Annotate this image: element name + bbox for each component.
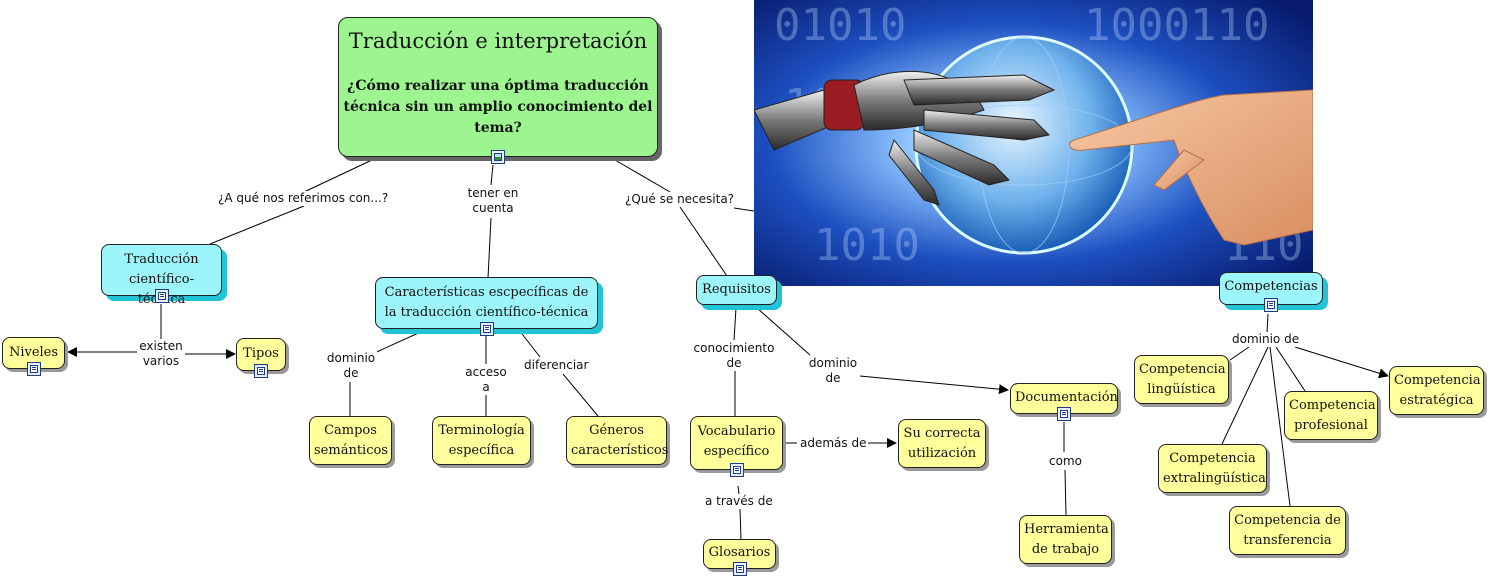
document-icon[interactable]	[732, 562, 747, 576]
node-utilizacion-label: Su correcta utilización	[903, 426, 981, 461]
link-label-existen-varios: existen varios	[137, 339, 185, 369]
link-label-a-traves-de: a través de	[704, 494, 774, 509]
node-comp-extra[interactable]: Competencia extralingüística	[1158, 444, 1267, 493]
main-title: Traducción e interpretación	[348, 29, 648, 53]
node-tipos-label: Tipos	[243, 346, 279, 361]
svg-text:1010: 1010	[814, 220, 920, 271]
node-comp-estrategica-label: Competencia estratégica	[1394, 373, 1481, 408]
node-comp-estrategica[interactable]: Competencia estratégica	[1389, 366, 1484, 415]
node-vocabulario-label: Vocabulario específico	[697, 424, 776, 459]
node-comp-transferencia-label: Competencia de transferencia	[1234, 513, 1341, 548]
node-generos[interactable]: Géneros característicos	[566, 416, 669, 465]
node-niveles[interactable]: Niveles	[2, 337, 65, 376]
link-label-conocimiento-de: conocimiento de	[690, 341, 778, 371]
node-comp-linguistica-label: Competencia lingüística	[1139, 362, 1226, 397]
node-glosarios[interactable]: Glosarios	[703, 539, 776, 576]
link-label-acceso-a: acceso a	[460, 365, 512, 395]
main-question: ¿Cómo realizar una óptima traducción téc…	[343, 78, 653, 136]
node-traduccion[interactable]: Traducción científico- técnica	[101, 244, 222, 307]
document-icon[interactable]	[1264, 298, 1278, 312]
node-niveles-label: Niveles	[8, 345, 59, 360]
node-caracteristicas[interactable]: Características escpecíficas de la tradu…	[375, 277, 598, 336]
link-label-referimos: ¿A qué nos referimos con...?	[217, 191, 390, 206]
link-label-tener-cuenta: tener en cuenta	[464, 186, 522, 216]
node-utilizacion[interactable]: Su correcta utilización	[898, 419, 986, 468]
node-comp-extra-label: Competencia extralingüística	[1163, 451, 1266, 486]
document-icon[interactable]	[254, 364, 268, 378]
node-glosarios-label: Glosarios	[708, 545, 771, 560]
document-icon[interactable]	[729, 463, 744, 477]
node-terminologia[interactable]: Terminología específica	[432, 416, 531, 465]
main-node[interactable]: Traducción e interpretación ¿Cómo realiz…	[338, 17, 658, 164]
node-campos[interactable]: Campos semánticos	[309, 416, 392, 465]
link-label-como: como	[1048, 454, 1083, 469]
image-resource-icon[interactable]	[491, 150, 505, 164]
node-comp-transferencia[interactable]: Competencia de transferencia	[1229, 506, 1346, 555]
node-documentacion-label: Documentación	[1015, 390, 1118, 405]
node-terminologia-label: Terminología específica	[438, 423, 525, 458]
node-caracteristicas-label: Características escpecíficas de la tradu…	[384, 285, 589, 320]
node-herramienta-label: Herramienta de trabajo	[1024, 522, 1109, 557]
link-label-dominio-de-3: dominio de	[1231, 332, 1301, 347]
node-competencias-label: Competencias	[1224, 279, 1318, 294]
node-comp-linguistica[interactable]: Competencia lingüística	[1134, 355, 1229, 404]
node-generos-label: Géneros característicos	[571, 423, 669, 458]
document-icon[interactable]	[479, 322, 494, 336]
svg-text:01010: 01010	[774, 0, 906, 51]
link-label-que-necesita: ¿Qué se necesita?	[624, 192, 736, 207]
node-comp-profesional-label: Competencia profesional	[1289, 398, 1376, 433]
node-vocabulario[interactable]: Vocabulario específico	[690, 416, 783, 477]
svg-text:1000110: 1000110	[1084, 0, 1269, 51]
document-icon[interactable]	[154, 289, 169, 303]
node-competencias[interactable]: Competencias	[1219, 272, 1323, 312]
node-campos-label: Campos semánticos	[314, 423, 388, 458]
document-icon[interactable]	[1057, 407, 1071, 421]
link-label-diferenciar: diferenciar	[523, 358, 590, 373]
link-label-ademas-de: además de	[799, 436, 868, 451]
node-documentacion[interactable]: Documentación	[1010, 383, 1118, 421]
node-requisitos[interactable]: Requisitos	[696, 275, 777, 305]
node-comp-profesional[interactable]: Competencia profesional	[1284, 391, 1378, 440]
node-herramienta[interactable]: Herramienta de trabajo	[1019, 515, 1112, 564]
document-icon[interactable]	[26, 362, 41, 376]
node-requisitos-label: Requisitos	[702, 282, 771, 297]
link-label-dominio-de-1: dominio de	[325, 351, 377, 381]
node-tipos[interactable]: Tipos	[236, 338, 286, 378]
link-label-dominio-de-2: dominio de	[806, 356, 860, 386]
